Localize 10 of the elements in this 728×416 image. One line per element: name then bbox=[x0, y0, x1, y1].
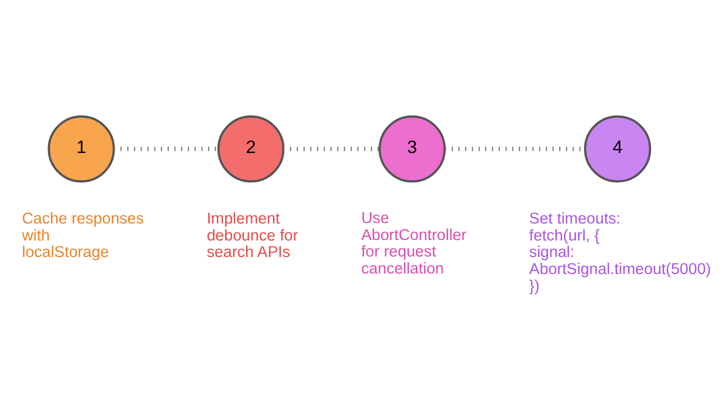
node-circle: 4 bbox=[584, 115, 652, 183]
node-label: Set timeouts: fetch(url, { signal: AbortSignal.timeout(5000) }) bbox=[529, 210, 712, 295]
connector bbox=[283, 146, 380, 152]
connector bbox=[114, 146, 218, 152]
node-circle: 2 bbox=[217, 115, 285, 183]
node-circle: 3 bbox=[378, 115, 446, 183]
node-label: Cache responses with localStorage bbox=[22, 210, 144, 262]
node-label: Use AbortController for request cancellation bbox=[361, 210, 466, 278]
node-label: Implement debounce for search APIs bbox=[206, 210, 298, 262]
node-circle: 1 bbox=[48, 115, 115, 183]
